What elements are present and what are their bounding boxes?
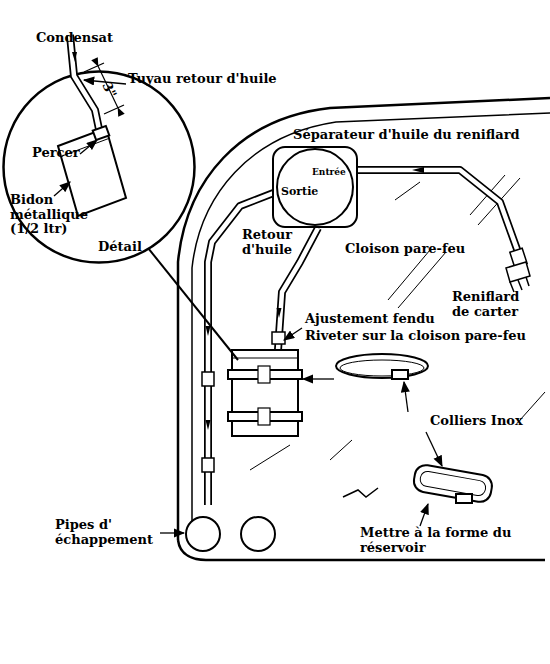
leader-lines — [140, 238, 442, 533]
part-name: Séparateur d'huile du reniflard — [293, 128, 520, 143]
detail-canister — [58, 126, 126, 216]
port-name: Entrée — [312, 167, 346, 177]
detail-outline — [4, 72, 195, 263]
part-name: Retour d'huile — [242, 228, 308, 257]
part-name: Condensat — [36, 31, 113, 46]
oil-canister — [228, 350, 302, 436]
exhaust-pipes — [186, 517, 275, 551]
instruction: Percer — [32, 146, 80, 161]
detail-leaders — [54, 80, 126, 196]
instruction: Ajustement fendu — [305, 312, 435, 327]
detail-tube — [70, 35, 100, 134]
firewall-inner-line — [192, 113, 550, 528]
ring-clamp — [336, 354, 428, 379]
detail-flow-arrow — [72, 52, 77, 62]
dimension: 3" — [99, 80, 119, 101]
part-name: Colliers Inox — [430, 414, 523, 429]
instruction: Riveter sur la cloison pare-feu — [305, 329, 526, 344]
firewall-outline — [178, 98, 550, 540]
detail-title: Détail — [98, 240, 142, 255]
firewall-jag — [343, 488, 378, 497]
part-name: Bidon métallique (1/2 ltr) — [10, 193, 92, 237]
separator-body — [277, 149, 353, 225]
port-name: Sortie — [281, 186, 318, 198]
flange-plate — [273, 147, 357, 227]
instruction: Mettre à la forme du réservoir — [360, 526, 525, 555]
part-name: Pipes d' échappement — [55, 518, 157, 547]
breather-fitting — [506, 248, 530, 292]
dimension-line — [84, 63, 124, 114]
part-name: Reniflard de carter — [452, 290, 538, 319]
strap-clamp — [412, 463, 494, 503]
part-name: Tuyau retour d'huile — [128, 72, 277, 87]
separator-flange: Séparateur d'huile du reniflardEntréeSor… — [272, 146, 358, 228]
part-name: Cloison pare-feu — [345, 242, 465, 257]
tube-joints — [202, 332, 285, 472]
